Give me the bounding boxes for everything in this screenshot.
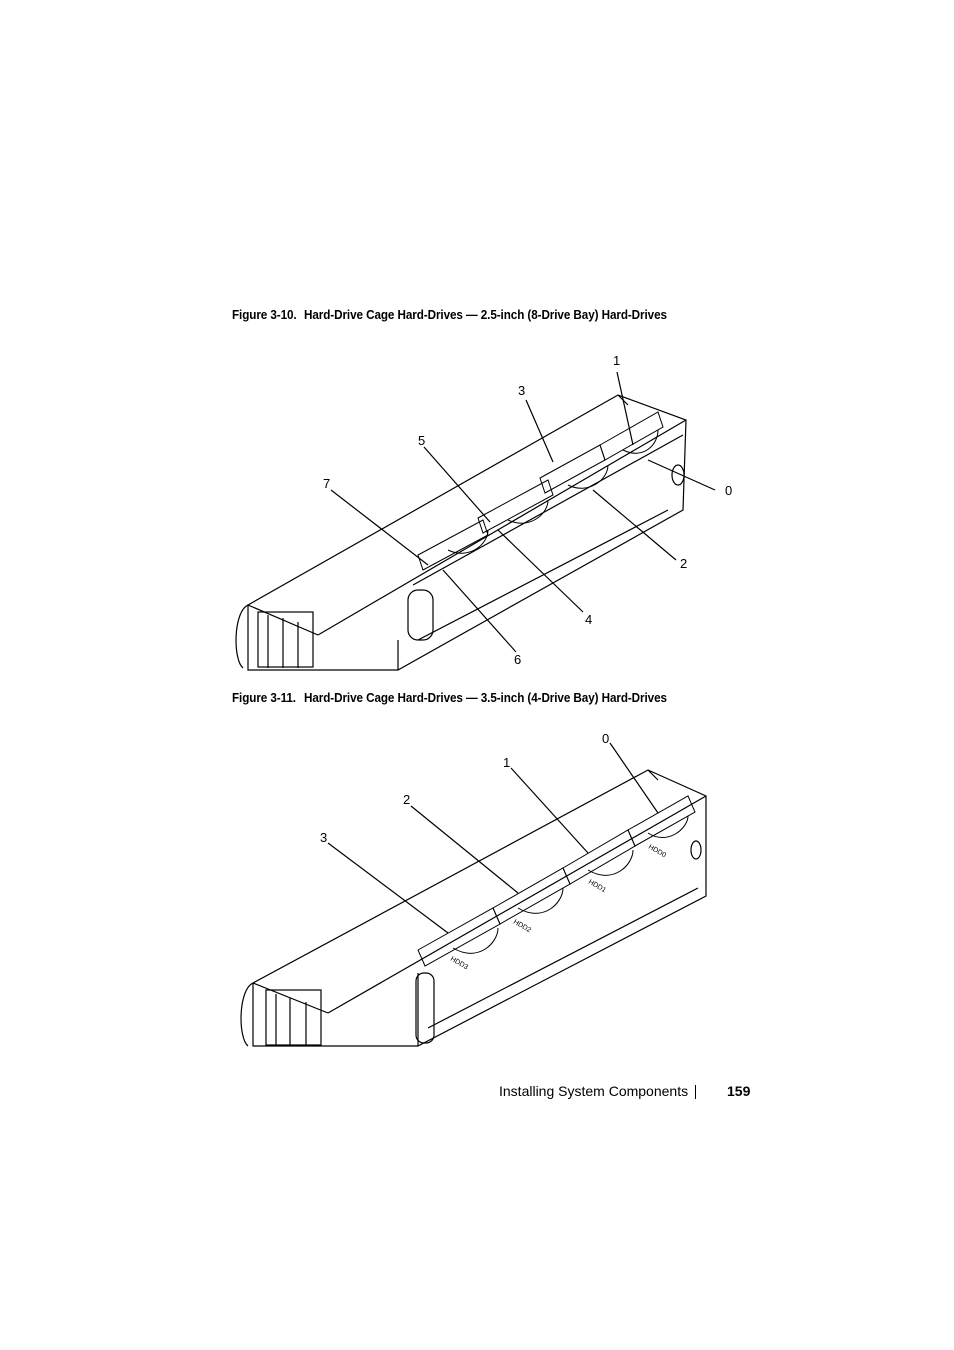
- figure-3-11-illustration: HDD0 HDD1 HDD2 HDD3 0 1 2 3: [228, 728, 728, 1048]
- drive-cage-8-bay-drawing: 1 3 5 7 0 2 4 6: [235, 353, 732, 671]
- callout-6: 6: [514, 652, 521, 667]
- callout-0: 0: [602, 731, 609, 746]
- footer-separator: [695, 1085, 696, 1099]
- figure-title: Hard-Drive Cage Hard-Drives — 2.5-inch (…: [304, 307, 667, 322]
- callout-0: 0: [725, 483, 732, 498]
- callout-3: 3: [518, 383, 525, 398]
- callout-2: 2: [403, 792, 410, 807]
- figure-3-11-caption: Figure 3-11. Hard-Drive Cage Hard-Drives …: [232, 690, 667, 705]
- callout-2: 2: [680, 556, 687, 571]
- callout-7: 7: [323, 476, 330, 491]
- figure-number: Figure 3-10.: [232, 307, 297, 322]
- figure-number: Figure 3-11.: [232, 690, 296, 705]
- figure-3-10-illustration: 1 3 5 7 0 2 4 6: [228, 350, 732, 671]
- callout-4: 4: [585, 612, 592, 627]
- callout-1: 1: [503, 755, 510, 770]
- figure-3-10-caption: Figure 3-10. Hard-Drive Cage Hard-Drives …: [232, 307, 667, 322]
- callout-3: 3: [320, 830, 327, 845]
- footer-section-title: Installing System Components: [499, 1083, 689, 1099]
- figure-title: Hard-Drive Cage Hard-Drives — 3.5-inch (…: [304, 690, 667, 705]
- callout-5: 5: [418, 433, 425, 448]
- page-number: 159: [727, 1083, 751, 1099]
- callout-1: 1: [613, 353, 620, 368]
- drive-cage-4-bay-drawing: HDD0 HDD1 HDD2 HDD3 0 1 2 3: [240, 731, 707, 1047]
